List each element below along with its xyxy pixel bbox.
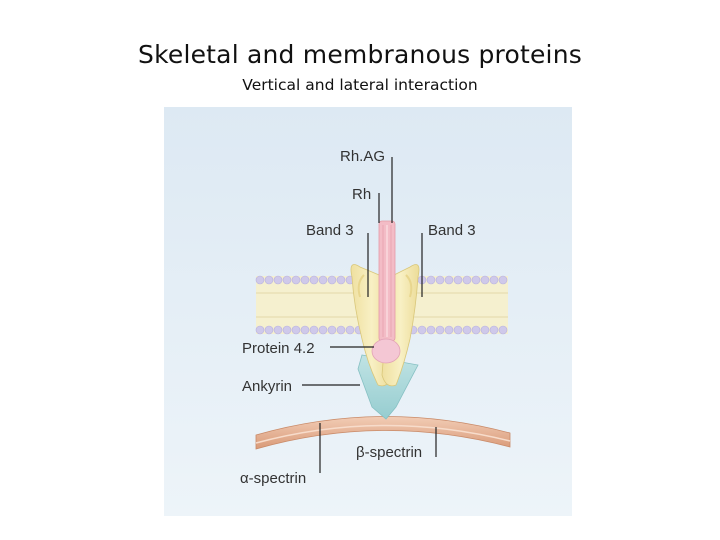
rh-rhag-channel — [378, 220, 396, 342]
diagram-canvas: Rh.AG Rh Band 3 Band 3 Protein 4.2 Ankyr… — [164, 107, 572, 516]
slide-subtitle: Vertical and lateral interaction — [242, 76, 478, 94]
label-band3-right: Band 3 — [428, 222, 476, 239]
protein42-shape — [371, 338, 401, 364]
label-beta-spectrin: β-spectrin — [356, 444, 422, 461]
label-rh: Rh — [352, 186, 371, 203]
label-alpha-spectrin: α-spectrin — [240, 470, 306, 487]
slide-title: Skeletal and membranous proteins — [138, 40, 582, 69]
leader-lines — [302, 157, 437, 473]
label-band3-left: Band 3 — [306, 222, 354, 239]
label-protein42: Protein 4.2 — [242, 340, 315, 357]
label-ankyrin: Ankyrin — [242, 378, 292, 395]
membrane-protein-diagram: Rh.AG Rh Band 3 Band 3 Protein 4.2 Ankyr… — [164, 107, 572, 516]
label-rhag: Rh.AG — [340, 148, 385, 165]
